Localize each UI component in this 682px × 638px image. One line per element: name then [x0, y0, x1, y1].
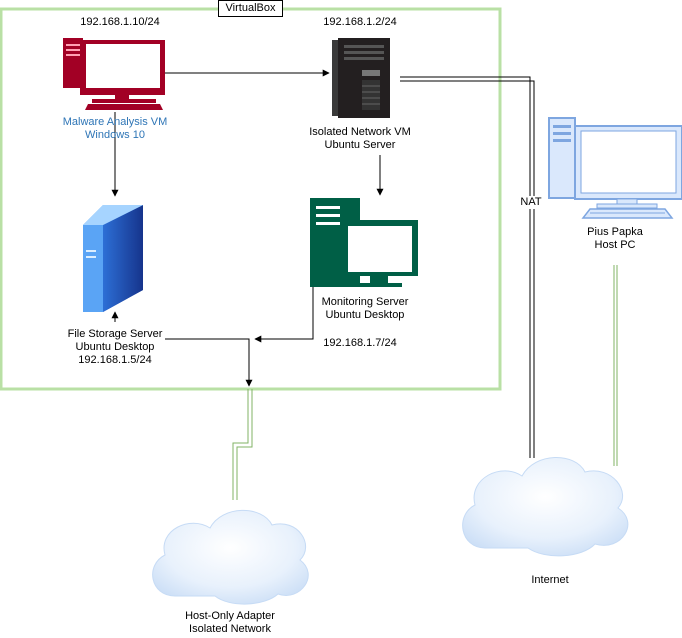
malware-vm-name: Malware Analysis VM — [62, 116, 168, 128]
malware-vm-label: Malware Analysis VM Windows 10 — [50, 116, 180, 142]
host-only-sub: Isolated Network — [189, 623, 271, 635]
connectors — [111, 69, 618, 500]
isolated-vm-label: Isolated Network VM Ubuntu Server — [295, 126, 425, 152]
monitoring-label: Monitoring Server Ubuntu Desktop — [300, 296, 430, 322]
monitoring-os: Ubuntu Desktop — [325, 309, 405, 321]
file-storage-os: Ubuntu Desktop — [75, 341, 155, 353]
host-pc-name: Pius Papka — [587, 226, 643, 238]
host-pc-role: Host PC — [594, 239, 636, 251]
nat-label: NAT — [516, 196, 546, 209]
monitoring-name: Monitoring Server — [321, 296, 409, 308]
host-only-label: Host-Only Adapter Isolated Network — [160, 610, 300, 636]
virtualbox-title: VirtualBox — [218, 0, 283, 17]
monitoring-server-icon — [310, 198, 418, 287]
file-storage-ip: 192.168.1.5/24 — [78, 354, 152, 366]
host-only-cloud-icon — [152, 509, 309, 605]
host-pc-label: Pius Papka Host PC — [565, 226, 665, 252]
malware-vm-os: Windows 10 — [85, 129, 145, 141]
file-storage-name: File Storage Server — [67, 328, 163, 340]
file-storage-server-icon — [83, 205, 143, 312]
internet-label: Internet — [531, 574, 569, 586]
isolated-vm-server-icon — [332, 38, 390, 118]
file-storage-label: File Storage Server Ubuntu Desktop 192.1… — [50, 328, 180, 367]
isolated-vm-os: Ubuntu Server — [324, 139, 396, 151]
internet-cloud-icon — [462, 457, 629, 557]
malware-vm-pc-icon — [63, 38, 165, 110]
malware-vm-ip: 192.168.1.10/24 — [80, 16, 160, 28]
host-pc-icon — [548, 117, 682, 219]
isolated-vm-ip: 192.168.1.2/24 — [323, 16, 397, 28]
host-only-name: Host-Only Adapter — [185, 610, 275, 622]
isolated-vm-name: Isolated Network VM — [309, 126, 411, 138]
monitoring-ip: 192.168.1.7/24 — [323, 337, 397, 349]
